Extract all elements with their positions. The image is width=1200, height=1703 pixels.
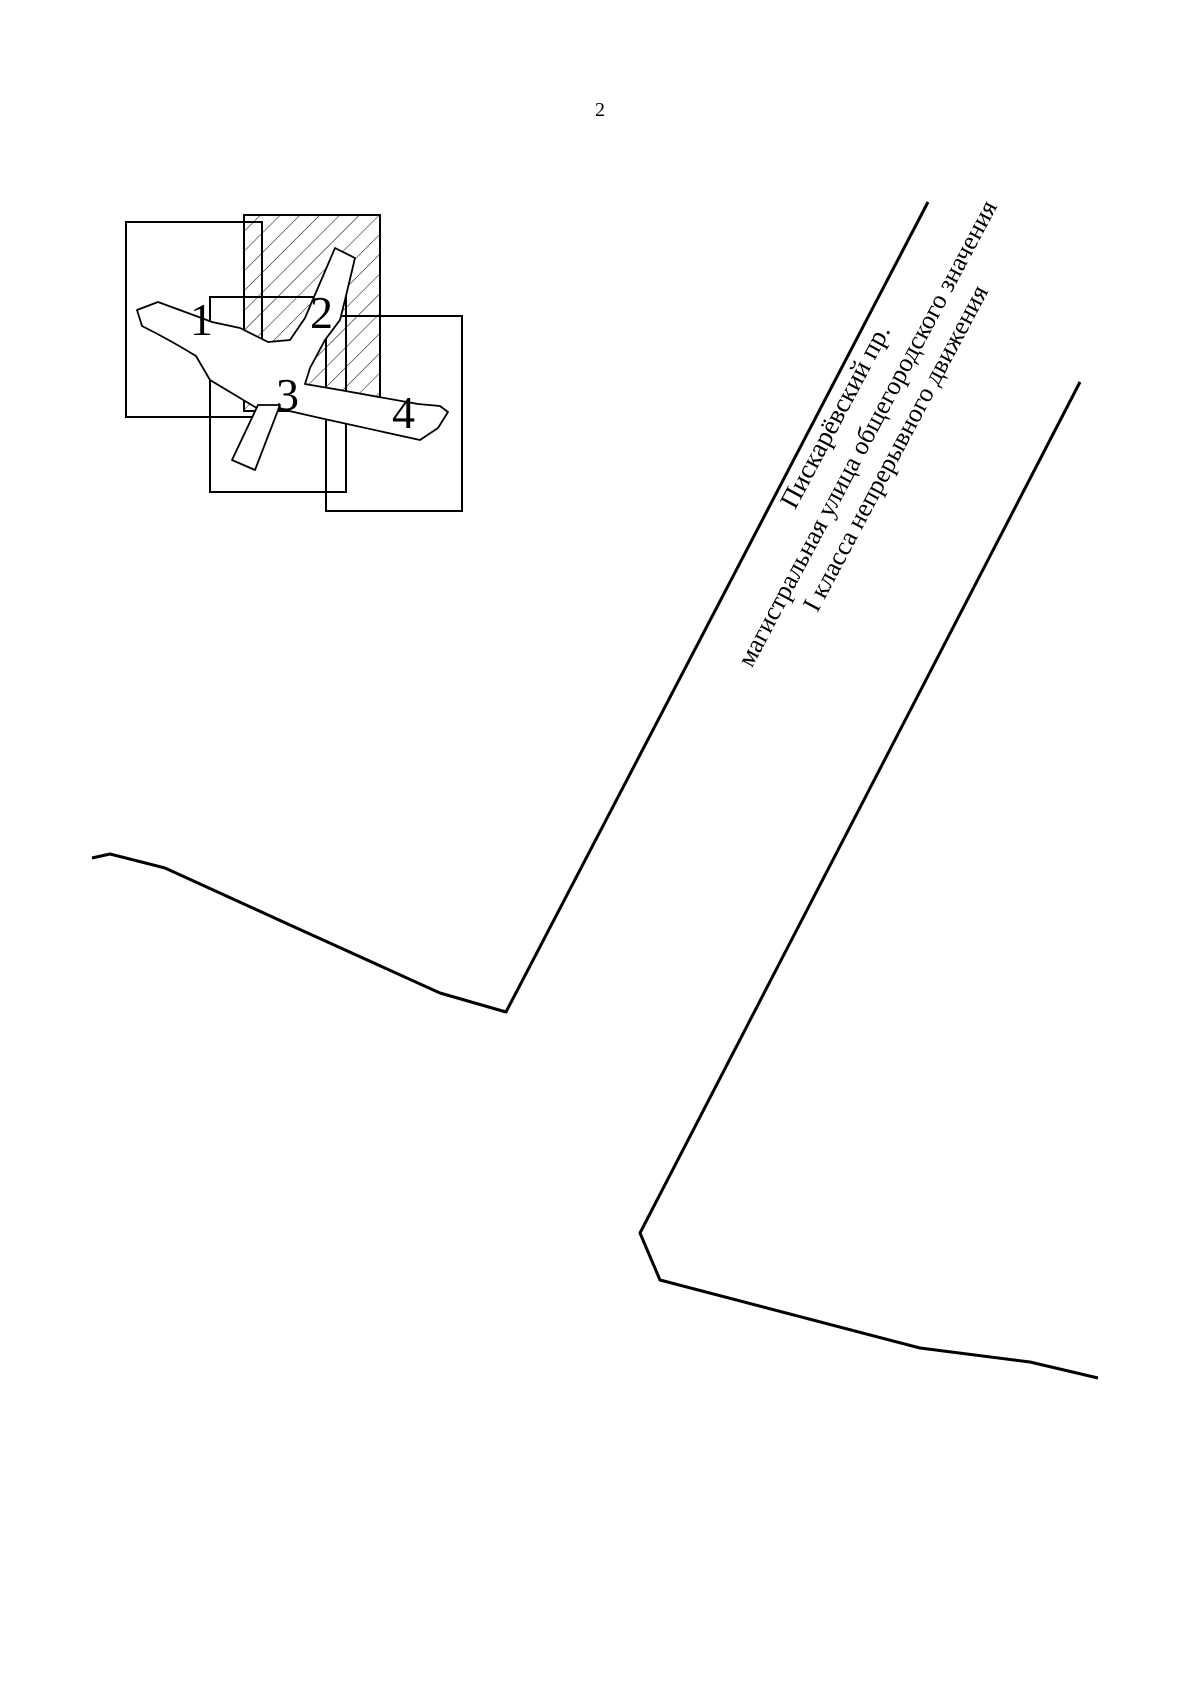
road-outline-south xyxy=(231,404,281,471)
sheet-1-frame xyxy=(125,221,263,418)
road-boundary-east xyxy=(638,381,1099,1380)
sheet-number-2: 2 xyxy=(310,287,333,338)
road-boundary-west xyxy=(91,201,930,1014)
sheet-number-4: 4 xyxy=(392,387,415,438)
key-map: 1 2 3 4 xyxy=(125,214,463,512)
sheet-number-1: 1 xyxy=(190,294,213,345)
page-number: 2 xyxy=(595,99,605,121)
road-outline-west xyxy=(136,247,449,441)
street-classification-line-1: магистральная улица общегородского значе… xyxy=(731,195,1002,671)
street-label-group: Пискарёвский пр. магистральная улица общ… xyxy=(731,195,1002,671)
sheet-number-3: 3 xyxy=(276,369,299,420)
